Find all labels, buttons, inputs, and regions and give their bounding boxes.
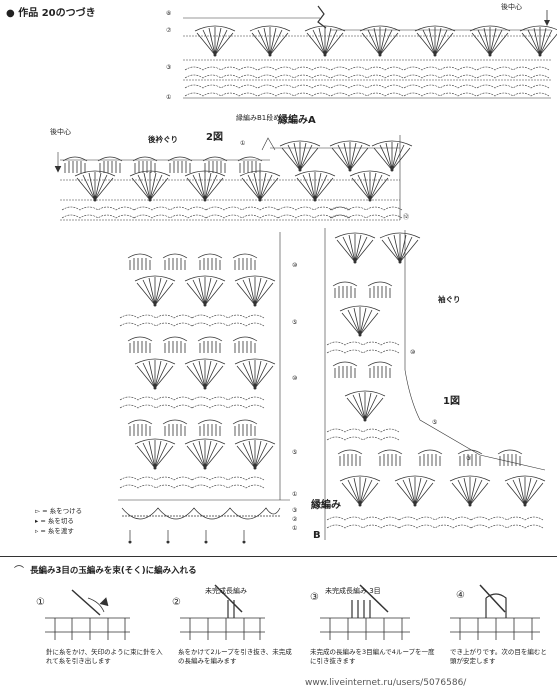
section-divider — [0, 556, 557, 557]
step-text: でき上がりです。次の目を編むと頭が安定します — [450, 648, 547, 665]
fig2-label: 2図 — [206, 132, 223, 143]
right-panel — [324, 228, 546, 540]
back-center-label-left: 後中心 — [50, 128, 71, 136]
back-neck-label: 後衿ぐり — [148, 135, 178, 144]
row-number: ① — [292, 491, 298, 498]
legend-cut-yarn: ▸ = 糸を切る — [35, 517, 74, 525]
row-number: ⑩ — [410, 349, 416, 356]
row-number: ① — [240, 140, 246, 147]
row-number: ① — [292, 525, 298, 532]
fig2-yoke — [54, 135, 413, 221]
edging-a-label: 縁編みA — [278, 115, 316, 126]
attach-yarn-icon: ▻ — [35, 507, 40, 515]
edging-b1-end-label: 縁編みB1段め — [236, 114, 281, 122]
left-panel — [118, 232, 290, 544]
top-strip — [183, 5, 557, 99]
row-number: ⑤ — [432, 419, 438, 426]
fig1-label: 1図 — [443, 396, 460, 407]
step-number: ③ — [310, 592, 319, 603]
back-center-label-top: 後中心 — [501, 3, 522, 11]
row-number: ③ — [466, 455, 472, 462]
legend-carry-yarn: ▹ = 糸を渡す — [35, 527, 74, 535]
page-title: ● 作品 20のつづき — [6, 8, 96, 19]
edging-b-label-2: B — [313, 530, 321, 541]
step-text: 糸をかけて2ループを引き抜き、未完成の長編みを編みます — [178, 648, 292, 665]
row-number: ① — [166, 94, 172, 101]
cluster-stitch-icon: ⌒ — [14, 566, 24, 577]
step-number: ① — [36, 597, 45, 608]
edging-b-label-1: 縁編み — [311, 500, 341, 511]
row-number: ⑦ — [166, 27, 172, 34]
row-number: ⑩ — [292, 262, 298, 269]
armhole-label: 袖ぐり — [438, 295, 461, 304]
step-text: 針に糸をかけ、矢印のように束に針を入れて糸を引き出します — [46, 648, 163, 665]
row-number: ⑤ — [292, 319, 298, 326]
step-note: 未完成長編み — [205, 587, 247, 595]
row-number: ③ — [166, 64, 172, 71]
step-number: ② — [172, 597, 181, 608]
step-note: 未完成長編み 3目 — [325, 587, 381, 595]
step-illustrations — [45, 584, 540, 640]
watermark: www.liveinternet.ru/users/5076586/ — [305, 678, 467, 688]
row-number: ⑧ — [166, 10, 172, 17]
step-text: 未完成の長編みを3目編んで4ループを一度に引き抜きます — [310, 648, 435, 665]
carry-yarn-icon: ▹ — [35, 527, 39, 535]
row-number: ⑩ — [292, 375, 298, 382]
row-number: ⑫ — [403, 214, 410, 221]
legend-attach-yarn: ▻ = 糸をつける — [35, 507, 83, 515]
technique-title: 長編み3目の玉編みを束(そく)に編み入れる — [30, 566, 197, 576]
row-number: ⑤ — [292, 449, 298, 456]
row-number: ② — [292, 516, 298, 523]
step-number: ④ — [456, 590, 465, 601]
cut-yarn-icon: ▸ — [35, 517, 39, 525]
row-number: ③ — [292, 507, 298, 514]
